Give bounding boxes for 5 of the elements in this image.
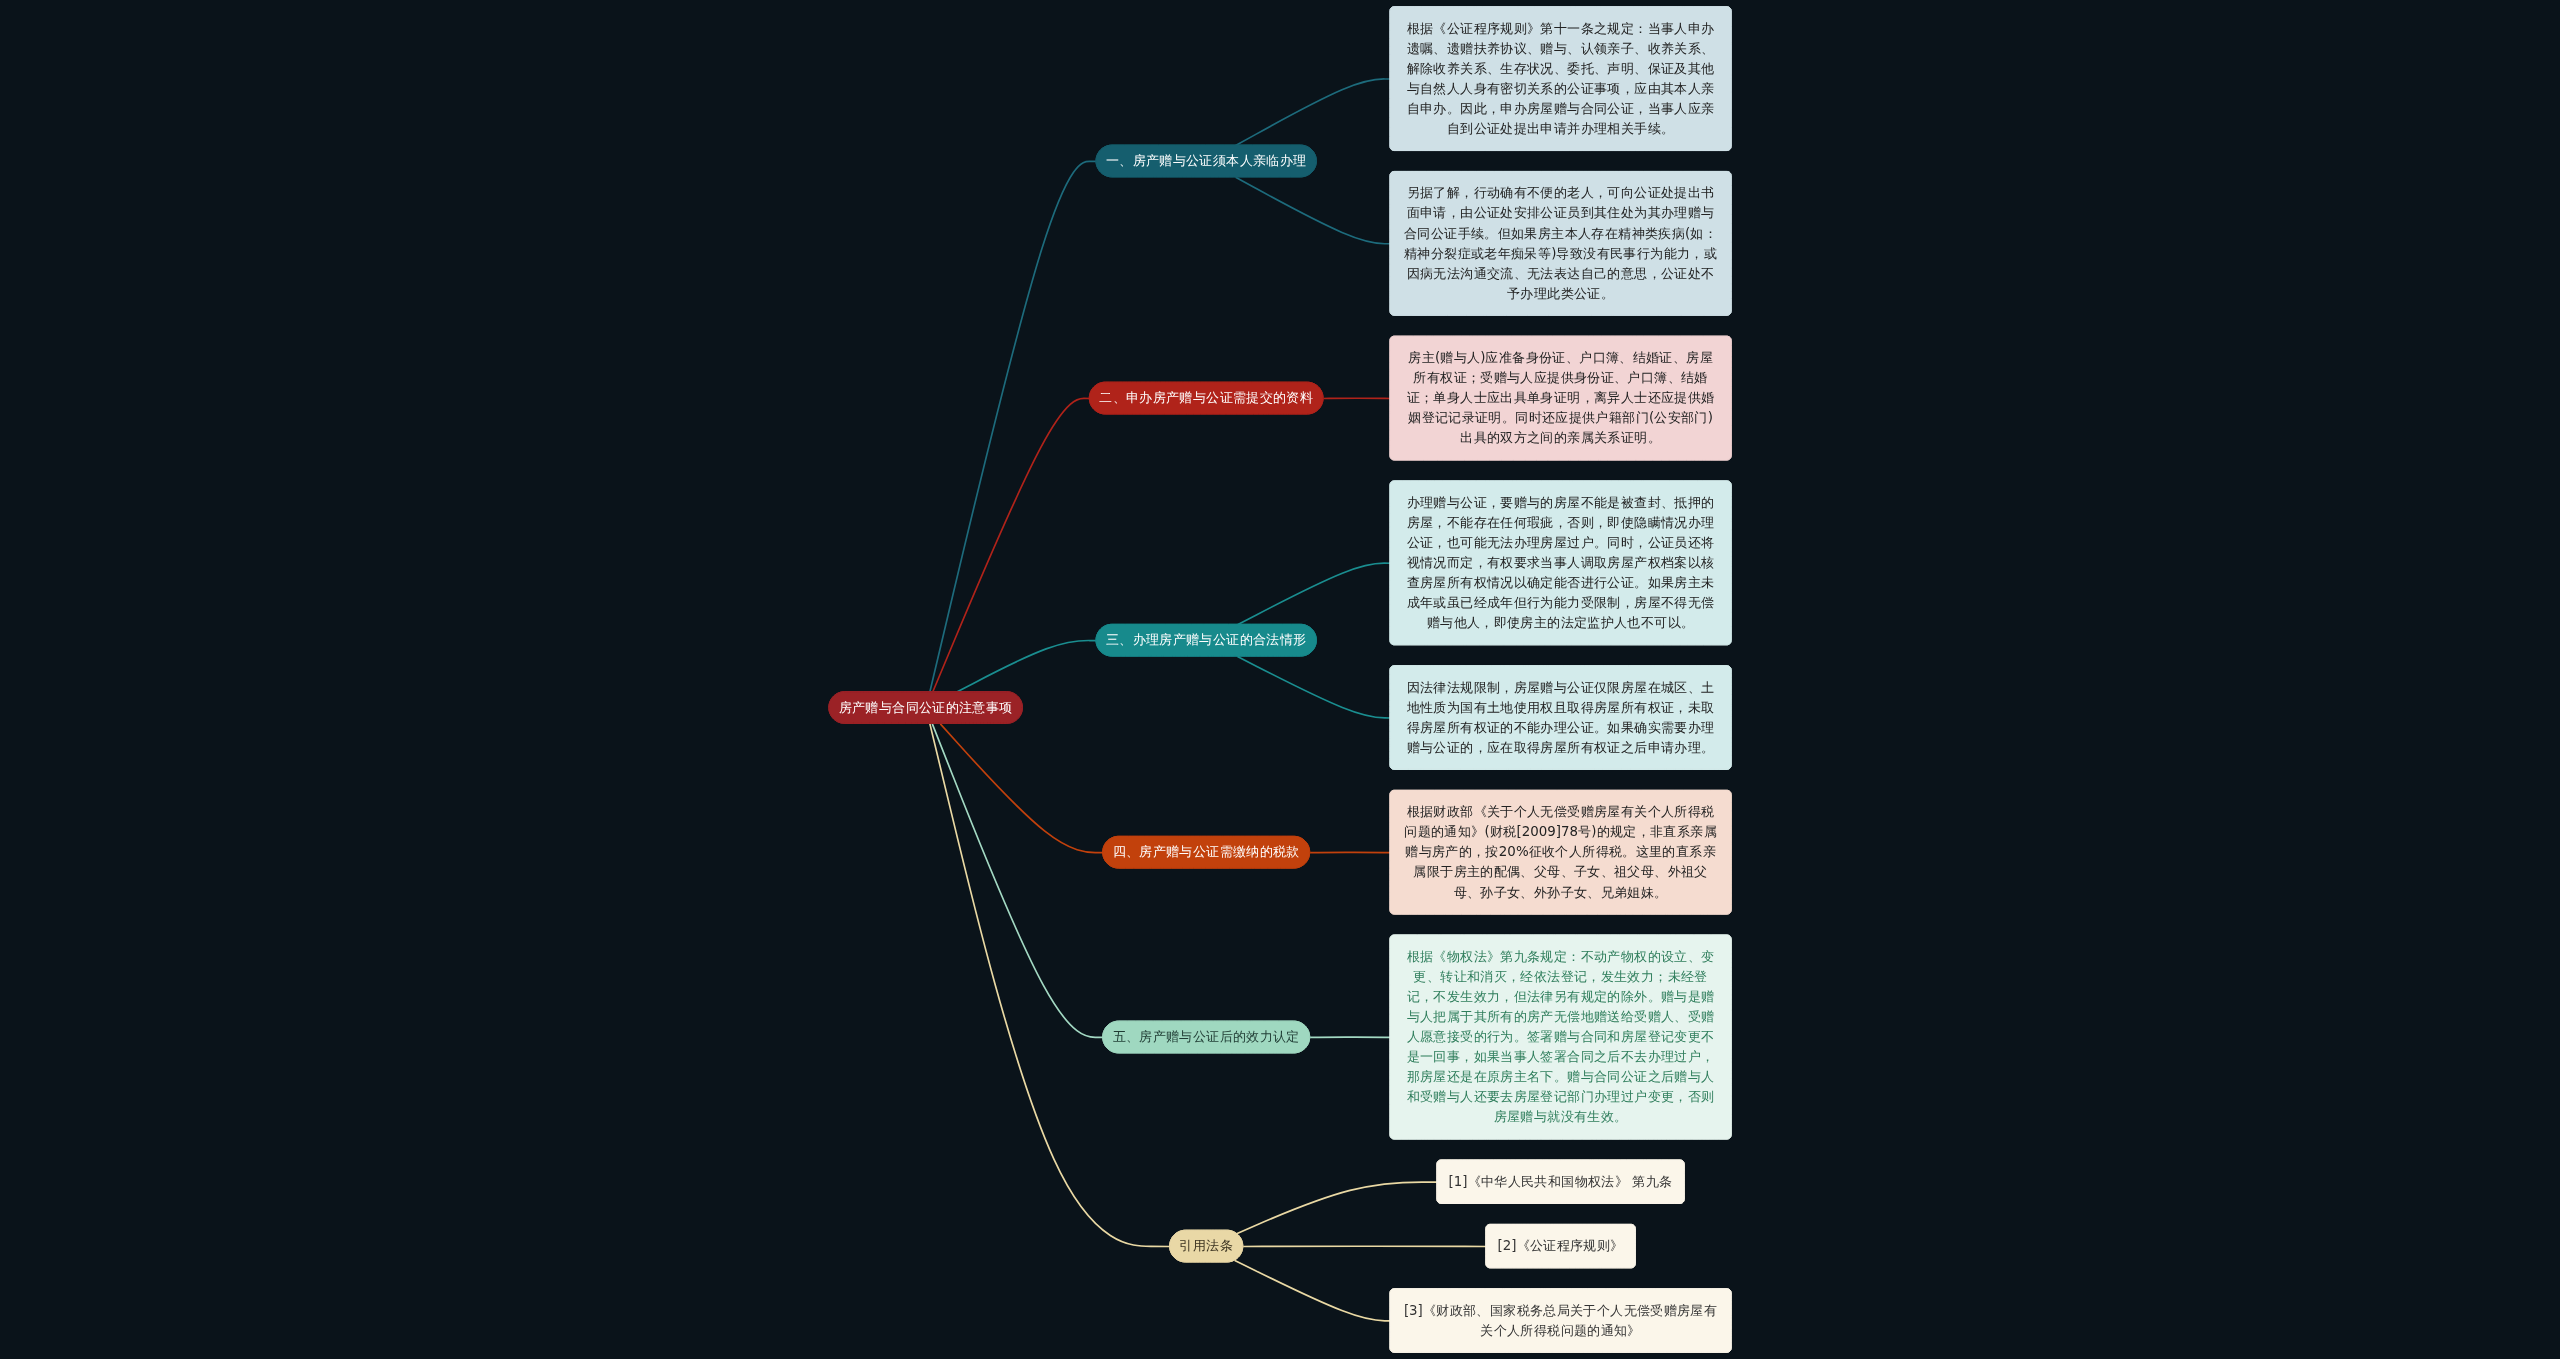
connector — [931, 397, 1091, 693]
connector — [929, 723, 1171, 1248]
connector — [931, 723, 1104, 1039]
connector — [939, 723, 1104, 854]
connector — [929, 160, 1098, 693]
